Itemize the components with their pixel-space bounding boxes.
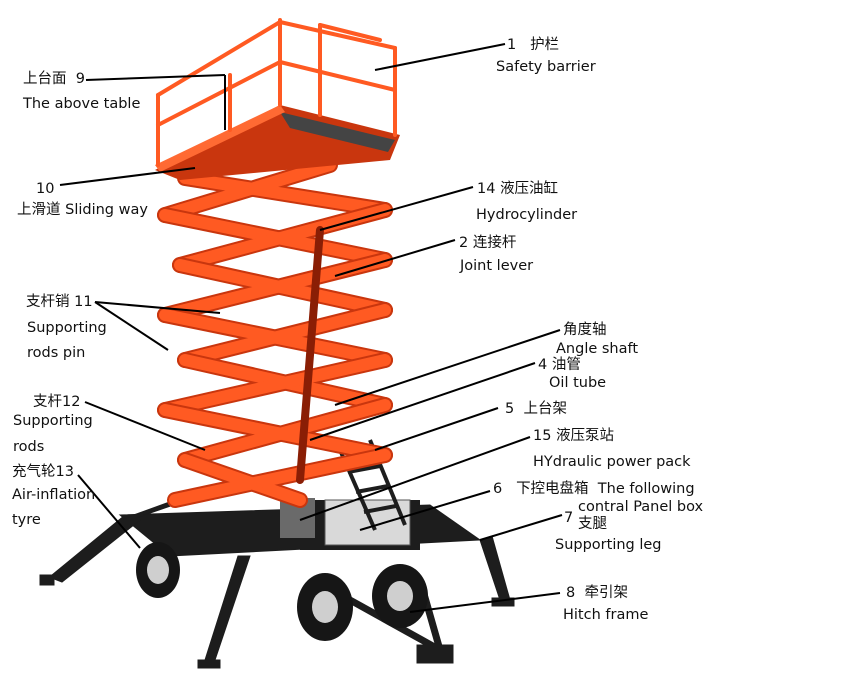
callout-4-english: Oil tube [549,376,606,391]
callout-12-english-line2: rods [13,440,44,455]
callout-1-english: Safety barrier [496,60,596,75]
callout-8-english: Hitch frame [563,608,648,623]
callout-10-label: 上滑道 Sliding way [17,203,148,218]
callout-15-label: 15 液压泵站 [533,429,614,444]
leader-9 [86,75,225,80]
callout-7-english: Supporting leg [555,538,662,553]
callout-11-english-line2: rods pin [27,346,85,361]
leader-5 [375,408,498,450]
callout-12-english-line1: Supporting [13,414,93,429]
callout-14-english: Hydrocylinder [476,208,577,223]
callout-7-number: 7 [564,511,573,526]
callout-8-label: 8 牵引架 [566,586,628,601]
callout-12-label: 支杆12 [33,395,80,410]
callout-1-label: 1 护栏 [507,38,559,53]
callout-9-english: The above table [23,97,140,112]
callout-7-chinese: 支腿 [578,517,607,532]
callout-4-label: 4 油管 [538,358,581,373]
callout-13-english-line1: Air-inflation [12,488,95,503]
callout-6-label: 6 下控电盘箱 The following [493,482,695,497]
callout-angle-shaft-label: 角度轴 [563,323,607,338]
callout-2-label: 2 连接杆 [459,236,516,251]
callout-2-english: Joint lever [460,259,533,274]
wheels [136,542,428,641]
callout-9-label: 上台面 9 [23,72,85,87]
callout-15-english: HYdraulic power pack [533,455,691,470]
callout-11-english-line1: Supporting [27,321,107,336]
chassis [40,480,514,668]
callout-5-label: 5 上台架 [505,402,567,417]
callout-14-label: 14 液压油缸 [477,182,558,197]
callout-10-number: 10 [36,182,54,197]
callout-13-english-line2: tyre [12,513,41,528]
callout-angle-shaft-english: Angle shaft [556,342,638,357]
leader-7 [480,515,562,540]
scissor-arms [165,165,385,500]
callout-13-label: 充气轮13 [12,465,74,480]
leader-8 [410,593,560,612]
callout-6-english-line2: contral Panel box [578,500,703,515]
callout-11-label: 支杆销 11 [26,295,93,310]
